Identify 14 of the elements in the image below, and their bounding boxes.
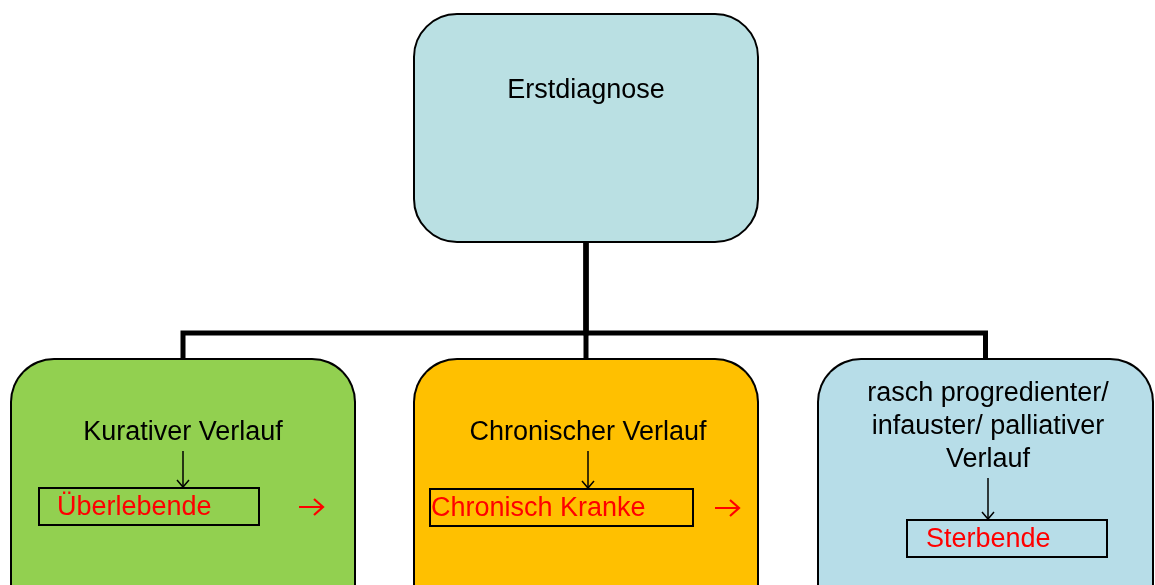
outcome-label: Sterbende	[906, 519, 1108, 558]
process-box	[10, 358, 356, 585]
arrow	[981, 477, 995, 520]
process-box	[817, 358, 1154, 585]
box-heading: Chronischer Verlauf	[425, 415, 751, 451]
outcome-label: Überlebende	[38, 487, 260, 526]
connector-line	[583, 243, 988, 358]
box-heading: Kurativer Verlauf	[30, 415, 336, 451]
outcome-label: Chronisch Kranke	[429, 488, 694, 527]
arrow	[581, 450, 595, 489]
box-heading: rasch progredienter/ infauster/ palliativer Verlauf	[838, 376, 1138, 478]
arrow	[176, 450, 190, 488]
process-box	[413, 358, 759, 585]
process-box: Erstdiagnose	[413, 13, 759, 243]
